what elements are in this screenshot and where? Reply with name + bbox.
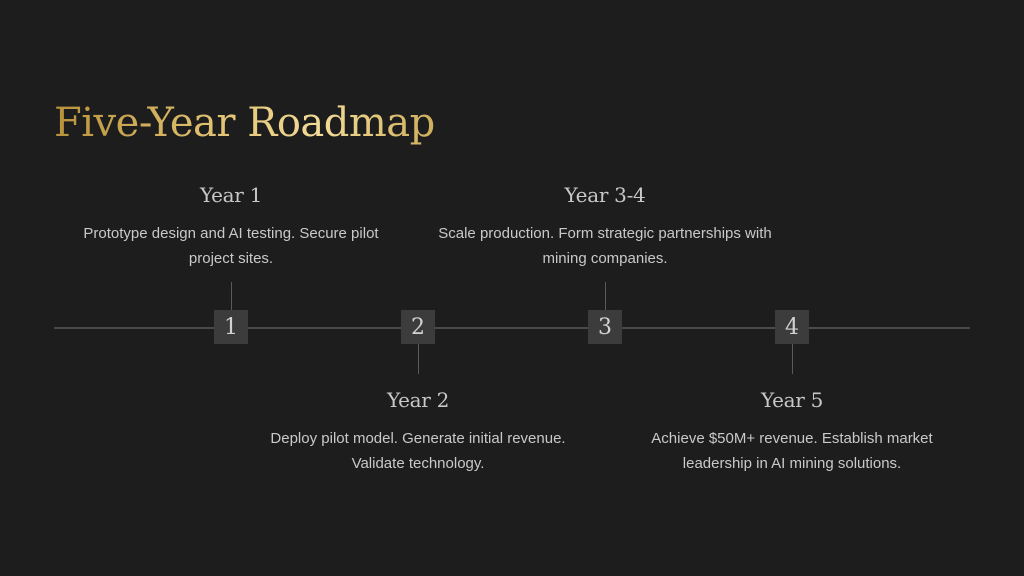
timeline-line (54, 327, 970, 329)
milestone-year-5: Year 5 Achieve $50M+ revenue. Establish … (622, 388, 962, 476)
connector-1 (231, 282, 232, 310)
milestone-year-2: Year 2 Deploy pilot model. Generate init… (248, 388, 588, 476)
milestone-description: Achieve $50M+ revenue. Establish market … (651, 430, 933, 472)
milestone-year-1: Year 1 Prototype design and AI testing. … (61, 183, 401, 271)
milestone-description: Prototype design and AI testing. Secure … (83, 225, 379, 267)
timeline-marker-3: 3 (588, 310, 622, 344)
slide-title: Five-Year Roadmap (54, 100, 435, 146)
connector-2 (418, 344, 419, 374)
milestone-heading: Year 5 (760, 388, 824, 412)
timeline-marker-2: 2 (401, 310, 435, 344)
milestone-heading: Year 1 (199, 183, 263, 207)
timeline-marker-1: 1 (214, 310, 248, 344)
milestone-description: Scale production. Form strategic partner… (438, 225, 772, 267)
milestone-description: Deploy pilot model. Generate initial rev… (270, 430, 566, 472)
milestone-heading: Year 3-4 (564, 183, 646, 207)
milestone-heading: Year 2 (386, 388, 450, 412)
timeline-marker-4: 4 (775, 310, 809, 344)
milestone-year-3-4: Year 3-4 Scale production. Form strategi… (435, 183, 775, 271)
connector-3 (605, 282, 606, 310)
connector-4 (792, 344, 793, 374)
